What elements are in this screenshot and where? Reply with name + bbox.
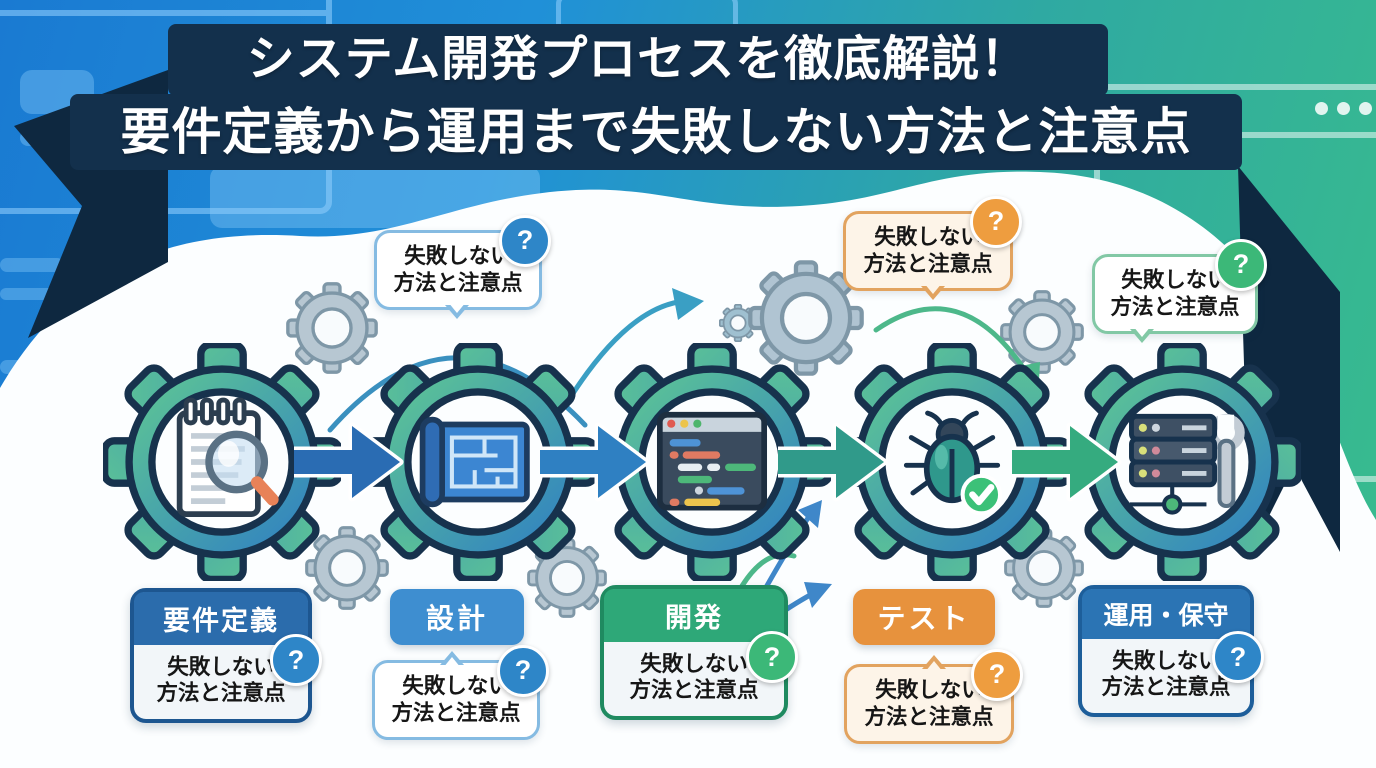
note-bubble-design-top: 失敗しない 方法と注意点 ?: [374, 215, 551, 319]
question-badge: ?: [270, 634, 322, 686]
note-bubble-test-bottom: 失敗しない 方法と注意点 ?: [844, 649, 1023, 744]
notepad-magnifier-icon: [176, 397, 279, 518]
decorative-gear-icon: [719, 304, 757, 342]
flow-arrow-3: [778, 422, 888, 502]
note-text: 失敗しない方法と注意点: [629, 652, 759, 703]
note-text-line2: 方法と注意点: [864, 704, 994, 729]
question-badge: ?: [1215, 239, 1267, 291]
step-gear-requirements: [103, 343, 341, 581]
step-card-requirements: 要件定義 失敗しない方法と注意点 ?: [130, 588, 322, 724]
note-bubble-test-top: 失敗しない 方法と注意点 ?: [843, 196, 1022, 300]
wireframe-block: [0, 258, 64, 272]
note-text-line1: 失敗しない: [404, 244, 512, 268]
note-bubble-operation-top: 失敗しない 方法と注意点 ?: [1092, 239, 1267, 343]
decorative-gear-icon: [286, 282, 378, 374]
title-banner-line1: システム開発プロセスを徹底解説！: [168, 24, 1108, 96]
question-badge: ?: [497, 645, 549, 697]
question-badge: ?: [1212, 631, 1264, 683]
flow-arrow-1: [294, 422, 404, 502]
step-label-test: テスト: [853, 589, 995, 645]
server-wrench-icon: [1129, 413, 1245, 515]
decorative-gear-icon: [1000, 290, 1084, 374]
note-text-line1: 失敗しない: [874, 225, 982, 249]
question-badge: ?: [746, 631, 798, 683]
note-text-line2: 方法と注意点: [391, 700, 521, 725]
question-badge: ?: [970, 196, 1022, 248]
flow-arrow-2: [540, 422, 650, 502]
step-gear-operation: [1063, 343, 1301, 581]
bug-check-icon: [903, 410, 1003, 516]
flow-arrow-4: [1012, 422, 1122, 502]
step-label-development: 開発: [604, 589, 784, 642]
note-text-line1: 失敗しない: [402, 674, 510, 698]
question-badge: ?: [971, 649, 1023, 701]
step-label-operation: 運用・保守: [1082, 589, 1250, 639]
blueprint-icon: [419, 416, 530, 508]
step-card-development: 開発 失敗しない方法と注意点 ?: [600, 585, 798, 721]
note-bubble-design-bottom: 失敗しない 方法と注意点 ?: [372, 645, 549, 740]
decorative-gear-icon: [527, 538, 607, 618]
step-gear-test: [833, 343, 1071, 581]
decorative-gear-icon: [748, 260, 864, 376]
note-text: 失敗しない方法と注意点: [156, 655, 286, 706]
browser-dots-icon: [1315, 102, 1372, 115]
note-text: 失敗しない方法と注意点: [1101, 649, 1231, 700]
step-label-requirements: 要件定義: [134, 592, 308, 645]
step-label-design: 設計: [390, 589, 524, 645]
note-text-line2: 方法と注意点: [393, 270, 523, 295]
note-text-line1: 失敗しない: [875, 678, 983, 702]
note-text-line2: 方法と注意点: [863, 251, 993, 276]
step-card-operation: 運用・保守 失敗しない方法と注意点 ?: [1078, 585, 1264, 718]
step-gear-design: [359, 343, 597, 581]
note-text-line1: 失敗しない: [1121, 268, 1229, 292]
wireframe-bar: [0, 0, 326, 16]
question-badge: ?: [499, 215, 551, 267]
title-banner-line2: 要件定義から運用まで失敗しない方法と注意点: [70, 94, 1242, 170]
note-text-line2: 方法と注意点: [1110, 294, 1240, 319]
decorative-gear-icon: [1004, 528, 1084, 608]
decorative-gear-icon: [305, 526, 389, 610]
code-editor-icon: [656, 411, 768, 511]
